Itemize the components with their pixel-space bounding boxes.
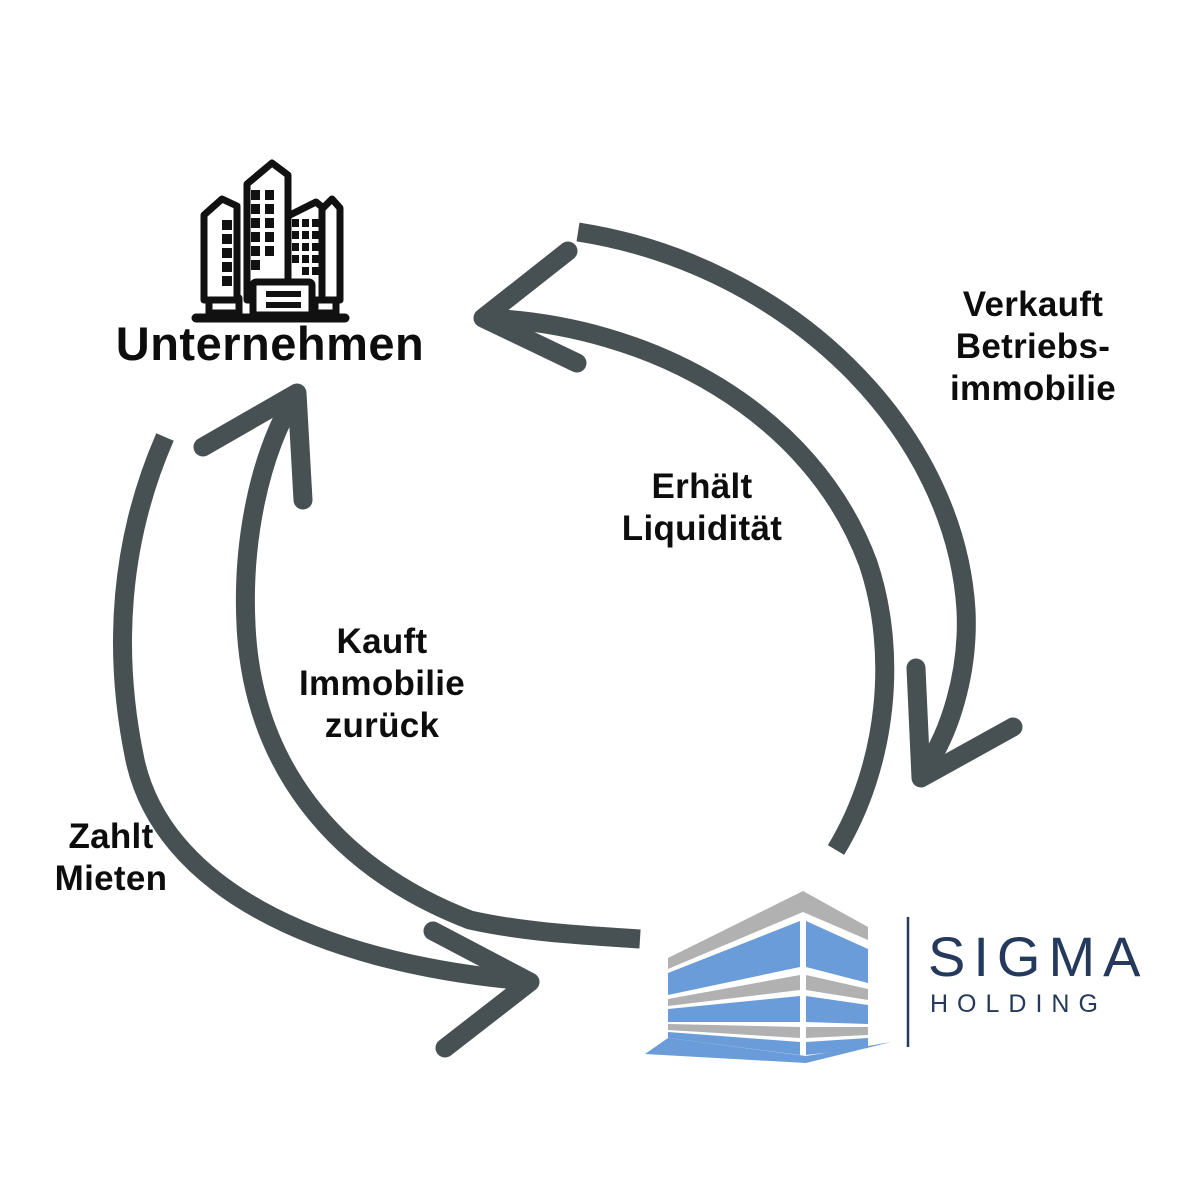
icon-tower-left — [200, 195, 241, 304]
company-buildings-icon — [191, 159, 350, 323]
arrow-kauft-head-icon — [193, 383, 313, 510]
arrow-zahlt-head-icon — [423, 921, 540, 1058]
arrow-kauft-shaft — [235, 387, 641, 949]
icon-tower-center-windows — [251, 190, 274, 270]
flow-label-verkauft: Verkauft Betriebs- immobilie — [949, 285, 1117, 408]
sigma-wordmark: SIGMA — [928, 925, 1149, 988]
arrow-erhaelt-shaft — [483, 308, 895, 855]
arrow-verkauft-head-icon — [906, 658, 1023, 788]
sigma-building-logo — [645, 891, 910, 1063]
sigma-holding-wordmark: HOLDING — [930, 990, 1107, 1018]
arrow-erhaelt-head-icon — [473, 241, 587, 373]
arrow-verkauft-shaft — [576, 222, 976, 780]
icon-tower-left-windows — [222, 220, 232, 286]
flow-label-erhaelt: Erhält Liquidität — [621, 467, 783, 548]
arrow-kauft — [193, 383, 641, 949]
icon-entrance — [249, 278, 316, 319]
flow-label-kauft: Kauft Immobilie zurück — [298, 622, 466, 745]
arrow-verkauft — [576, 222, 1023, 788]
arrow-erhaelt — [473, 241, 895, 855]
icon-entrance-bar — [266, 291, 301, 297]
flow-label-zahlt: Zahlt Mieten — [54, 817, 168, 898]
icon-entrance-bar — [266, 302, 301, 308]
company-label: Unternehmen — [115, 317, 425, 370]
arrow-zahlt-shaft — [113, 433, 527, 991]
icon-building-right-windows — [292, 219, 319, 275]
arrow-zahlt — [113, 433, 540, 1058]
